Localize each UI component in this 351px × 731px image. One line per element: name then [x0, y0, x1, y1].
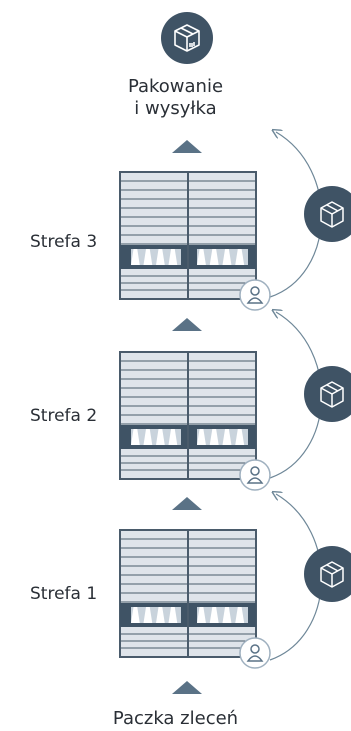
top-package-icon	[161, 12, 213, 64]
side-package-icon-zone2	[304, 366, 351, 422]
operator-person-icon	[239, 279, 271, 311]
up-arrow-top	[172, 140, 202, 153]
zone-label-1: Strefa 1	[30, 584, 98, 604]
packing-shipping-line1: Pakowanie	[127, 76, 224, 97]
storage-rack-zone3	[119, 171, 271, 311]
operator-person-icon	[239, 637, 271, 669]
zone-label-3: Strefa 3	[30, 232, 98, 252]
side-package-icon-zone3	[304, 186, 351, 242]
side-package-icon-zone1	[304, 546, 351, 602]
packing-shipping-label: Pakowanie i wysyłka	[0, 76, 351, 120]
zone-label-2: Strefa 2	[30, 406, 98, 426]
storage-rack-zone1	[119, 529, 271, 669]
up-arrow-zone3	[172, 318, 202, 331]
up-arrow-zone2	[172, 497, 202, 510]
up-arrow-bottom	[172, 681, 202, 694]
operator-person-icon	[239, 459, 271, 491]
storage-rack-zone2	[119, 351, 271, 491]
order-batch-label: Paczka zleceń	[112, 708, 239, 729]
packing-shipping-line2: i wysyłka	[134, 98, 217, 119]
